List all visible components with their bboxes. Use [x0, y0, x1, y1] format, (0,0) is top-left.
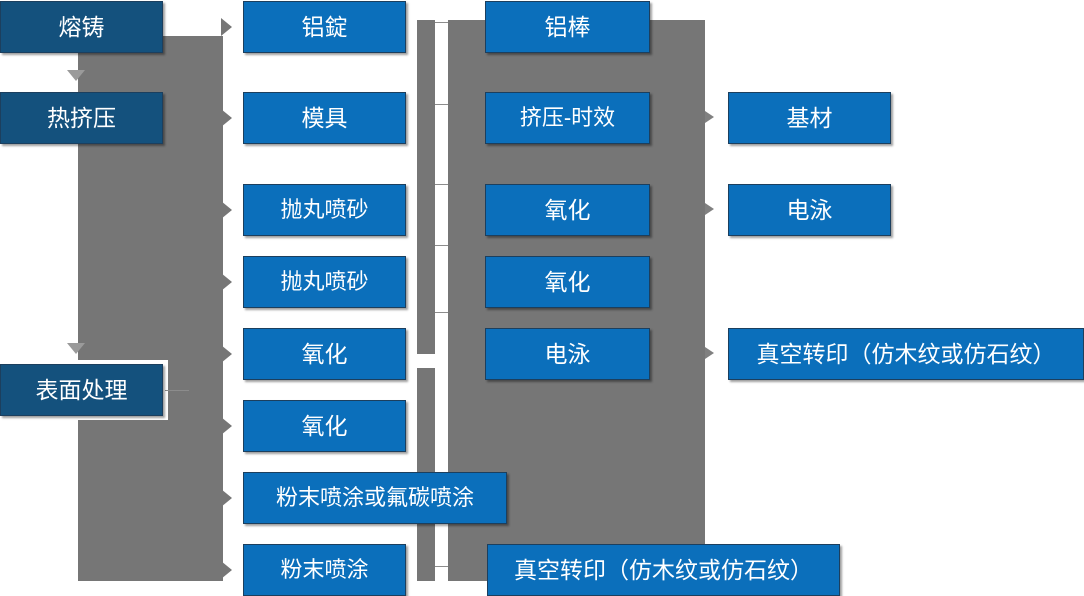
connector-line-stage3: [165, 390, 189, 391]
connector-spine-middle-upper: [417, 20, 435, 354]
process-box-vacuum-transfer-col3[interactable]: 真空转印（仿木纹或仿石纹）: [487, 544, 840, 596]
process-box-oxidation-col2-2[interactable]: 氧化: [243, 400, 406, 452]
process-box-extrusion-aging-label: 挤压-时效: [519, 105, 616, 131]
arrowhead-to-col2-2: [221, 109, 232, 127]
process-box-aluminum-ingot-label: 铝錠: [301, 13, 348, 40]
arrowhead-to-col2-5: [221, 345, 232, 363]
process-box-shot-blasting-1-label: 抛丸喷砂: [280, 197, 369, 223]
process-box-oxidation-col3-2[interactable]: 氧化: [485, 256, 650, 308]
arrowhead-to-col2-6: [221, 417, 232, 435]
tick-col3-4: [435, 245, 449, 246]
output-box-vacuum-transfer[interactable]: 真空转印（仿木纹或仿石纹）: [728, 328, 1084, 380]
tick-col3-5: [435, 312, 449, 313]
tick-col3-2: [435, 104, 449, 105]
arrowhead-to-col2-1: [221, 18, 232, 36]
output-box-vacuum-transfer-label: 真空转印（仿木纹或仿石纹）: [756, 340, 1056, 367]
process-box-mold-label: 模具: [301, 104, 348, 131]
output-box-electrophoresis-label: 电泳: [786, 196, 833, 223]
process-box-oxidation-col3-1[interactable]: 氧化: [485, 184, 650, 236]
process-box-shot-blasting-2-label: 抛丸喷砂: [280, 269, 369, 295]
stage-box-melt-cast[interactable]: 熔铸: [0, 1, 163, 53]
arrow-stage1-to-stage2: [67, 70, 85, 81]
process-box-aluminum-bar[interactable]: 铝棒: [485, 1, 650, 53]
arrowhead-to-col2-7: [221, 489, 232, 507]
process-box-oxidation-col2-1[interactable]: 氧化: [243, 328, 406, 380]
arrow-stage2-to-stage3: [67, 343, 85, 354]
arrowhead-to-col2-8: [221, 561, 232, 579]
process-box-powder-or-fluorocarbon-coating[interactable]: 粉末喷涂或氟碳喷涂: [243, 472, 507, 524]
arrowhead-to-col2-4: [221, 273, 232, 291]
output-box-substrate[interactable]: 基材: [728, 92, 891, 144]
arrowhead-to-col4-2: [705, 203, 714, 215]
process-box-oxidation-col3-2-label: 氧化: [544, 268, 591, 295]
process-box-extrusion-aging[interactable]: 挤压-时效: [485, 92, 650, 144]
process-box-oxidation-col2-1-label: 氧化: [301, 340, 348, 367]
arrowhead-to-col4-1: [705, 111, 714, 123]
process-box-powder-coating-label: 粉末喷涂: [280, 557, 369, 583]
tick-col3-6: [435, 566, 449, 567]
output-box-electrophoresis[interactable]: 电泳: [728, 184, 891, 236]
process-box-mold[interactable]: 模具: [243, 92, 406, 144]
arrowhead-to-col2-3: [221, 201, 232, 219]
tick-col3-3: [435, 184, 449, 185]
process-box-powder-coating[interactable]: 粉末喷涂: [243, 544, 406, 596]
process-box-aluminum-bar-label: 铝棒: [544, 13, 591, 40]
process-box-oxidation-col2-2-label: 氧化: [301, 412, 348, 439]
process-box-powder-or-fluorocarbon-coating-label: 粉末喷涂或氟碳喷涂: [275, 485, 474, 511]
arrowhead-to-col4-3: [705, 347, 714, 359]
stage-box-hot-extrusion[interactable]: 热挤压: [0, 92, 163, 144]
stage-box-melt-cast-label: 熔铸: [58, 13, 105, 40]
stage-box-surface-treatment[interactable]: 表面处理: [0, 364, 163, 416]
process-box-aluminum-ingot[interactable]: 铝錠: [243, 1, 406, 53]
process-box-shot-blasting-2[interactable]: 抛丸喷砂: [243, 256, 406, 308]
process-box-oxidation-col3-1-label: 氧化: [544, 196, 591, 223]
tick-col3-1: [435, 22, 449, 23]
output-box-substrate-label: 基材: [786, 104, 833, 131]
stage-box-hot-extrusion-label: 热挤压: [47, 104, 116, 131]
process-box-vacuum-transfer-col3-label: 真空转印（仿木纹或仿石纹）: [514, 556, 813, 583]
process-box-shot-blasting-1[interactable]: 抛丸喷砂: [243, 184, 406, 236]
process-box-electrophoresis-col3[interactable]: 电泳: [485, 328, 650, 380]
stage-box-surface-treatment-label: 表面处理: [35, 376, 128, 403]
process-box-electrophoresis-col3-label: 电泳: [544, 340, 591, 367]
